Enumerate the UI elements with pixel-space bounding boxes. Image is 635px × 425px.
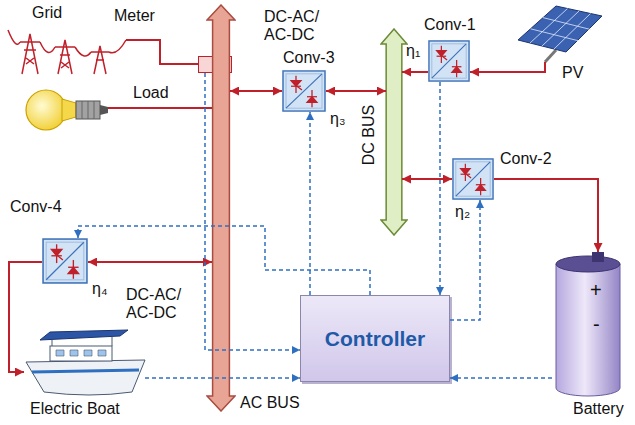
efficiency-symbol: η₂ — [455, 203, 470, 221]
power-flow-arrow — [326, 90, 386, 92]
battery-cylinder — [556, 252, 620, 396]
bus-arrow-outline — [381, 29, 407, 235]
controller-label: Controller — [325, 327, 425, 351]
electric-boat — [26, 330, 145, 395]
power-flow-arrow — [126, 40, 198, 64]
transmission-towers — [8, 30, 126, 74]
control-signal-line — [450, 200, 480, 320]
control-signal-line — [450, 377, 552, 379]
node-label: Conv-4 — [10, 198, 62, 216]
node-label: Electric Boat — [30, 400, 120, 418]
bus-arrow-outline — [207, 5, 235, 411]
node-label: Load — [133, 84, 169, 102]
bus-label: AC BUS — [240, 394, 300, 412]
converter-symbol — [428, 40, 470, 82]
converter-box: Conv-4η₄DC-AC/ AC-DC — [42, 238, 88, 284]
power-flow-arrow — [88, 261, 212, 263]
node-label: Conv-3 — [283, 49, 335, 67]
power-flow-arrow — [494, 179, 598, 252]
node-label: Grid — [32, 4, 62, 22]
converter-box: Conv-1η₁ — [428, 40, 470, 82]
node-label: Conv-2 — [500, 150, 552, 168]
control-signal-line — [205, 73, 300, 350]
bus-arrow — [380, 28, 408, 236]
control-signal-line — [78, 226, 370, 295]
bus-arrow — [206, 4, 236, 412]
power-flow-arrow — [112, 107, 212, 109]
solar-panel — [518, 6, 602, 62]
efficiency-symbol: η₁ — [406, 42, 420, 60]
dc-bus-bar: DC BUS — [380, 28, 408, 236]
power-flow-arrow — [9, 262, 42, 372]
light-bulb — [26, 90, 112, 130]
node-label: Meter — [114, 7, 155, 25]
battery: +-Battery — [552, 252, 622, 398]
node-label: Battery — [573, 400, 624, 418]
converter-symbol — [282, 70, 326, 112]
control-signal-line — [439, 82, 441, 295]
converter-type: DC-AC/ AC-DC — [264, 8, 334, 44]
pv-panel: PV — [515, 2, 602, 62]
controller-box: Controller — [300, 295, 450, 382]
control-signal-line — [145, 377, 300, 379]
converter-type: DC-AC/ AC-DC — [126, 286, 196, 322]
power-flow-arrow — [402, 178, 452, 180]
electric-boat: Electric Boat — [24, 330, 145, 398]
converter-symbol — [452, 158, 494, 200]
converter-box: Conv-2η₂ — [452, 158, 494, 200]
load-bulb: Load — [22, 82, 112, 138]
terminal-sign: - — [593, 313, 600, 335]
power-flow-arrow — [470, 62, 545, 72]
control-signal-line — [309, 112, 311, 295]
efficiency-symbol: η₄ — [92, 280, 107, 298]
ac-bus-bar: AC BUS — [206, 4, 236, 412]
node-label: PV — [562, 64, 583, 82]
terminal-sign: + — [590, 279, 602, 301]
efficiency-symbol: η₃ — [330, 110, 345, 128]
power-flow-arrow — [230, 90, 282, 92]
converter-box: DC-AC/ AC-DCConv-3η₃ — [282, 70, 326, 112]
bus-label: DC BUS — [360, 105, 378, 165]
converter-symbol — [42, 238, 88, 284]
power-flow-arrow — [402, 71, 428, 73]
grid-source: Grid — [8, 26, 126, 76]
node-label: Conv-1 — [424, 16, 476, 34]
